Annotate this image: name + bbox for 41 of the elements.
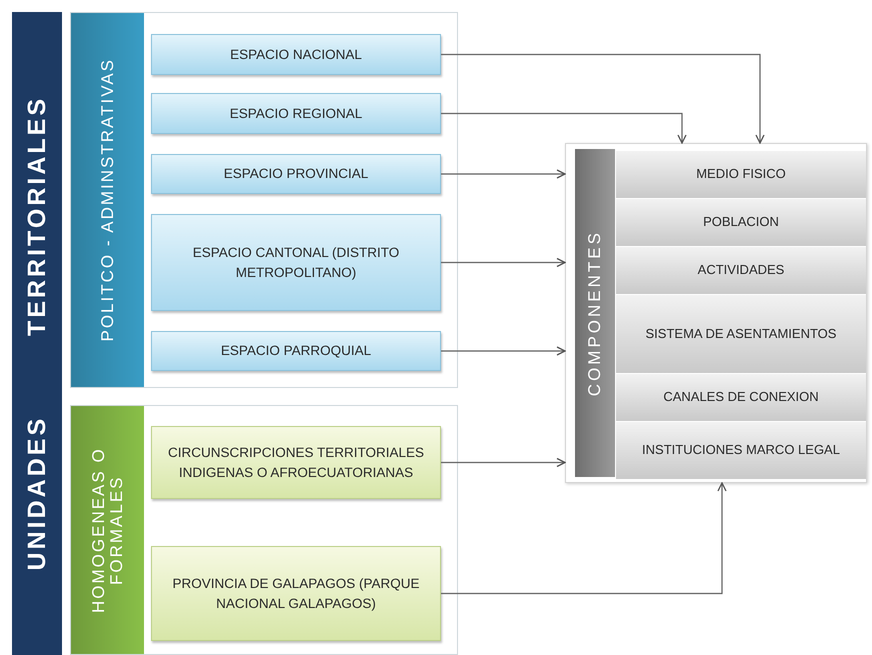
- category-box: [151, 214, 441, 311]
- box-label: SISTEMA DE ASENTAMIENTOS: [646, 324, 836, 343]
- arrow: [441, 258, 566, 268]
- box-label: POBLACION: [703, 213, 779, 232]
- components-panel: [565, 143, 867, 483]
- group-panel: [70, 405, 458, 655]
- group-heading: POLITCO - ADMINSTRATIVAS: [71, 13, 144, 387]
- component-row: [616, 247, 866, 294]
- category-box: [151, 331, 441, 371]
- box-label: ESPACIO REGIONAL: [230, 104, 362, 123]
- component-row: [616, 295, 866, 373]
- arrow: [441, 458, 566, 468]
- category-box: [151, 426, 441, 499]
- box-label: ESPACIO PARROQUIAL: [220, 342, 372, 360]
- component-row: [616, 151, 866, 198]
- component-row: [616, 374, 866, 421]
- category-box: [151, 546, 441, 641]
- box-label: MEDIO FISICO: [696, 165, 786, 184]
- component-row: [616, 422, 866, 479]
- box-label: PROVINCIA DE GALAPAGOS (PARQUE NACIONAL GALAPAGOS): [171, 574, 421, 613]
- box-label: ESPACIO PROVINCIAL: [224, 165, 368, 184]
- arrow: [441, 482, 727, 594]
- box-label: ESPACIO CANTONAL (DISTRITO METROPOLITANO): [192, 244, 400, 282]
- box-label: CIRCUNSCRIPCIONES TERRITORIALES INDIGENAS O AFROECUATORIANAS: [166, 444, 426, 482]
- category-box: [151, 154, 441, 194]
- category-box: [151, 93, 441, 134]
- band-title: UNIDADES TERRITORIALES: [22, 96, 52, 571]
- box-label: INSTITUCIONES MARCO LEGAL: [642, 441, 840, 460]
- arrow: [441, 112, 687, 144]
- panel-heading: COMPONENTES: [575, 149, 615, 477]
- arrow: [441, 346, 566, 356]
- category-box: [151, 34, 441, 75]
- box-label: ACTIVIDADES: [698, 261, 784, 280]
- arrow: [441, 169, 566, 179]
- category-band: [12, 12, 62, 655]
- box-label: ESPACIO NACIONAL: [230, 46, 362, 64]
- box-label: CANALES DE CONEXION: [663, 388, 819, 406]
- group-heading: HOMOGENEAS O FORMALES: [71, 406, 144, 654]
- component-row: [616, 199, 866, 246]
- group-panel: [70, 12, 458, 388]
- arrow: [441, 54, 765, 144]
